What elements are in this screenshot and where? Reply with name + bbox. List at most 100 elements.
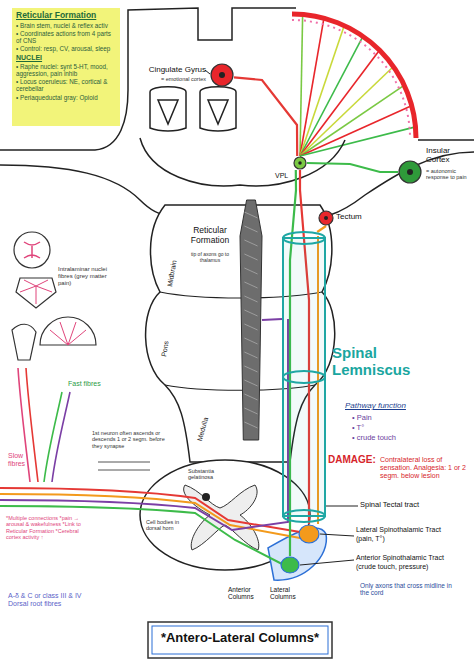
- node-heading: Cingulate Gyrus: [146, 65, 206, 74]
- reticular-band: [240, 200, 262, 440]
- cortex-arc: [292, 20, 410, 138]
- spinal-lemniscus: Spinal Lemniscus: [282, 232, 326, 522]
- vpl-nucleus-shape: [293, 156, 307, 170]
- insular-cortex-shape: [398, 160, 422, 184]
- damage-heading: DAMAGE:: [328, 454, 380, 466]
- band-hatch: [244, 422, 257, 428]
- root-sketch: [12, 324, 36, 360]
- ventricle: [158, 100, 178, 124]
- lateral-spinothalamic-tract-shape: [298, 524, 320, 544]
- thalamus-sketch: [16, 278, 56, 308]
- node-text: • Locus coeruleus: NE, cortical & cerebe…: [16, 78, 116, 92]
- brain-sketch-fibres: [50, 322, 86, 345]
- fan-fibre: [300, 27, 344, 156]
- fan-fibre: [300, 86, 403, 156]
- fan-fibre: [300, 52, 378, 156]
- diagram-title: *Antero-Lateral Columns*: [150, 631, 330, 646]
- heading-label: Pathway function: [345, 401, 445, 410]
- node-text: • Raphe nuclei: synt 5-HT, mood, aggress…: [16, 63, 116, 77]
- cord-sketch: [14, 232, 50, 268]
- fan-fibre: [300, 106, 410, 156]
- node-text: (pain, T°): [356, 535, 472, 543]
- leader-lines: [98, 70, 358, 565]
- fan-fibre: [300, 38, 362, 156]
- cylinder-ring: [283, 232, 325, 244]
- ventricle: [208, 100, 228, 124]
- nucleus-circle: [294, 157, 306, 169]
- substantia-gelatinosa-dot: [202, 493, 210, 501]
- band-hatch: [244, 338, 257, 344]
- band-hatch: [244, 366, 257, 372]
- function-item: • crude touch: [352, 434, 442, 443]
- nucleus-core: [298, 161, 302, 165]
- tectum-shape: [318, 210, 334, 226]
- hemisphere-outline: [0, 165, 168, 215]
- nucleus-core: [219, 72, 225, 78]
- node-heading: Lateral Spinothalamic Tract: [356, 526, 472, 534]
- fibre-note: Intralaminar nuclei fibres (grey matter …: [58, 266, 120, 287]
- column-label: Anterior Columns: [228, 586, 264, 601]
- band-hatch: [244, 408, 257, 414]
- nucleus-circle: [399, 161, 421, 183]
- vpl-nucleus: VPL: [293, 156, 307, 170]
- node-text: • Control: resp, CV, arousal, sleep: [16, 45, 116, 52]
- cylinder-ring: [283, 371, 325, 383]
- structure-label: Substantia gelatinosa: [188, 468, 230, 481]
- fan-fibre: [300, 127, 414, 156]
- slow-fibre: [26, 368, 38, 482]
- region-label: Midbrain: [166, 260, 179, 288]
- node-heading: VPL: [275, 172, 295, 180]
- reticular-formation: Reticular Formationtip of axons go to th…: [240, 200, 262, 440]
- tract-blob: [281, 557, 299, 573]
- band-hatch: [244, 394, 257, 400]
- tract-connector: [307, 163, 398, 172]
- tract-connector: [262, 319, 282, 320]
- node-text: NUCLEI: [16, 54, 116, 62]
- nucleus-circle: [211, 64, 233, 86]
- band-hatch: [244, 226, 257, 232]
- fan-fibre: [300, 17, 303, 157]
- reticular-formation-shape: [240, 200, 262, 440]
- band-hatch: [244, 212, 257, 218]
- ventricle: [200, 87, 236, 131]
- tract-connector: [317, 226, 326, 232]
- thalamus-outline: [140, 138, 345, 186]
- leader-line: [300, 560, 354, 565]
- anterior-spinothalamic-tract: Anterior Spinothalamic Tract(crude touch…: [280, 556, 300, 574]
- intralaminar-sketch: [20, 280, 52, 304]
- fan-fibre: [300, 20, 324, 156]
- cylinder-body: [283, 238, 325, 516]
- node-text: (crude touch, pressure): [356, 563, 472, 571]
- band-hatch: [244, 268, 257, 274]
- node-text: • Coordinates actions from 4 parts of CN…: [16, 30, 116, 44]
- column-label: Lateral Columns: [270, 586, 306, 601]
- node-heading: Spinal Lemniscus: [332, 344, 424, 379]
- node-heading: Tectum: [336, 212, 376, 221]
- touch-fibre: [0, 506, 282, 564]
- hemisphere-outline: [418, 139, 474, 141]
- structure-label: Cell bodies in dorsal horn: [146, 519, 188, 532]
- node-text: • Brain stem, nuclei & reflex activ: [16, 22, 116, 29]
- bracket-line: [98, 462, 150, 470]
- band-hatch: [244, 352, 257, 358]
- title-box: [148, 622, 332, 658]
- nucleus-circle: [319, 211, 333, 225]
- tract-connector: [234, 77, 297, 156]
- band-hatch: [244, 282, 257, 288]
- nucleus-core: [407, 169, 413, 175]
- fibre-note: A-δ & C or class III & IV Dorsal root fi…: [8, 592, 82, 608]
- fast-fibre: [52, 392, 70, 482]
- lateral-spinothalamic-tract: Lateral Spinothalamic Tract(pain, T°): [298, 524, 320, 544]
- band-hatch: [244, 240, 257, 246]
- cortex-arc: [292, 14, 416, 138]
- grey-matter: [184, 485, 259, 550]
- tract-blob: [299, 525, 319, 543]
- node-heading: Anterior Spinothalamic Tract: [356, 554, 472, 562]
- node-heading: Insular Cortex: [426, 146, 474, 164]
- tract-label: Spinal Tectal tract: [360, 501, 460, 510]
- node-heading: Reticular Formation: [16, 11, 116, 21]
- brain-sketch: [40, 317, 96, 345]
